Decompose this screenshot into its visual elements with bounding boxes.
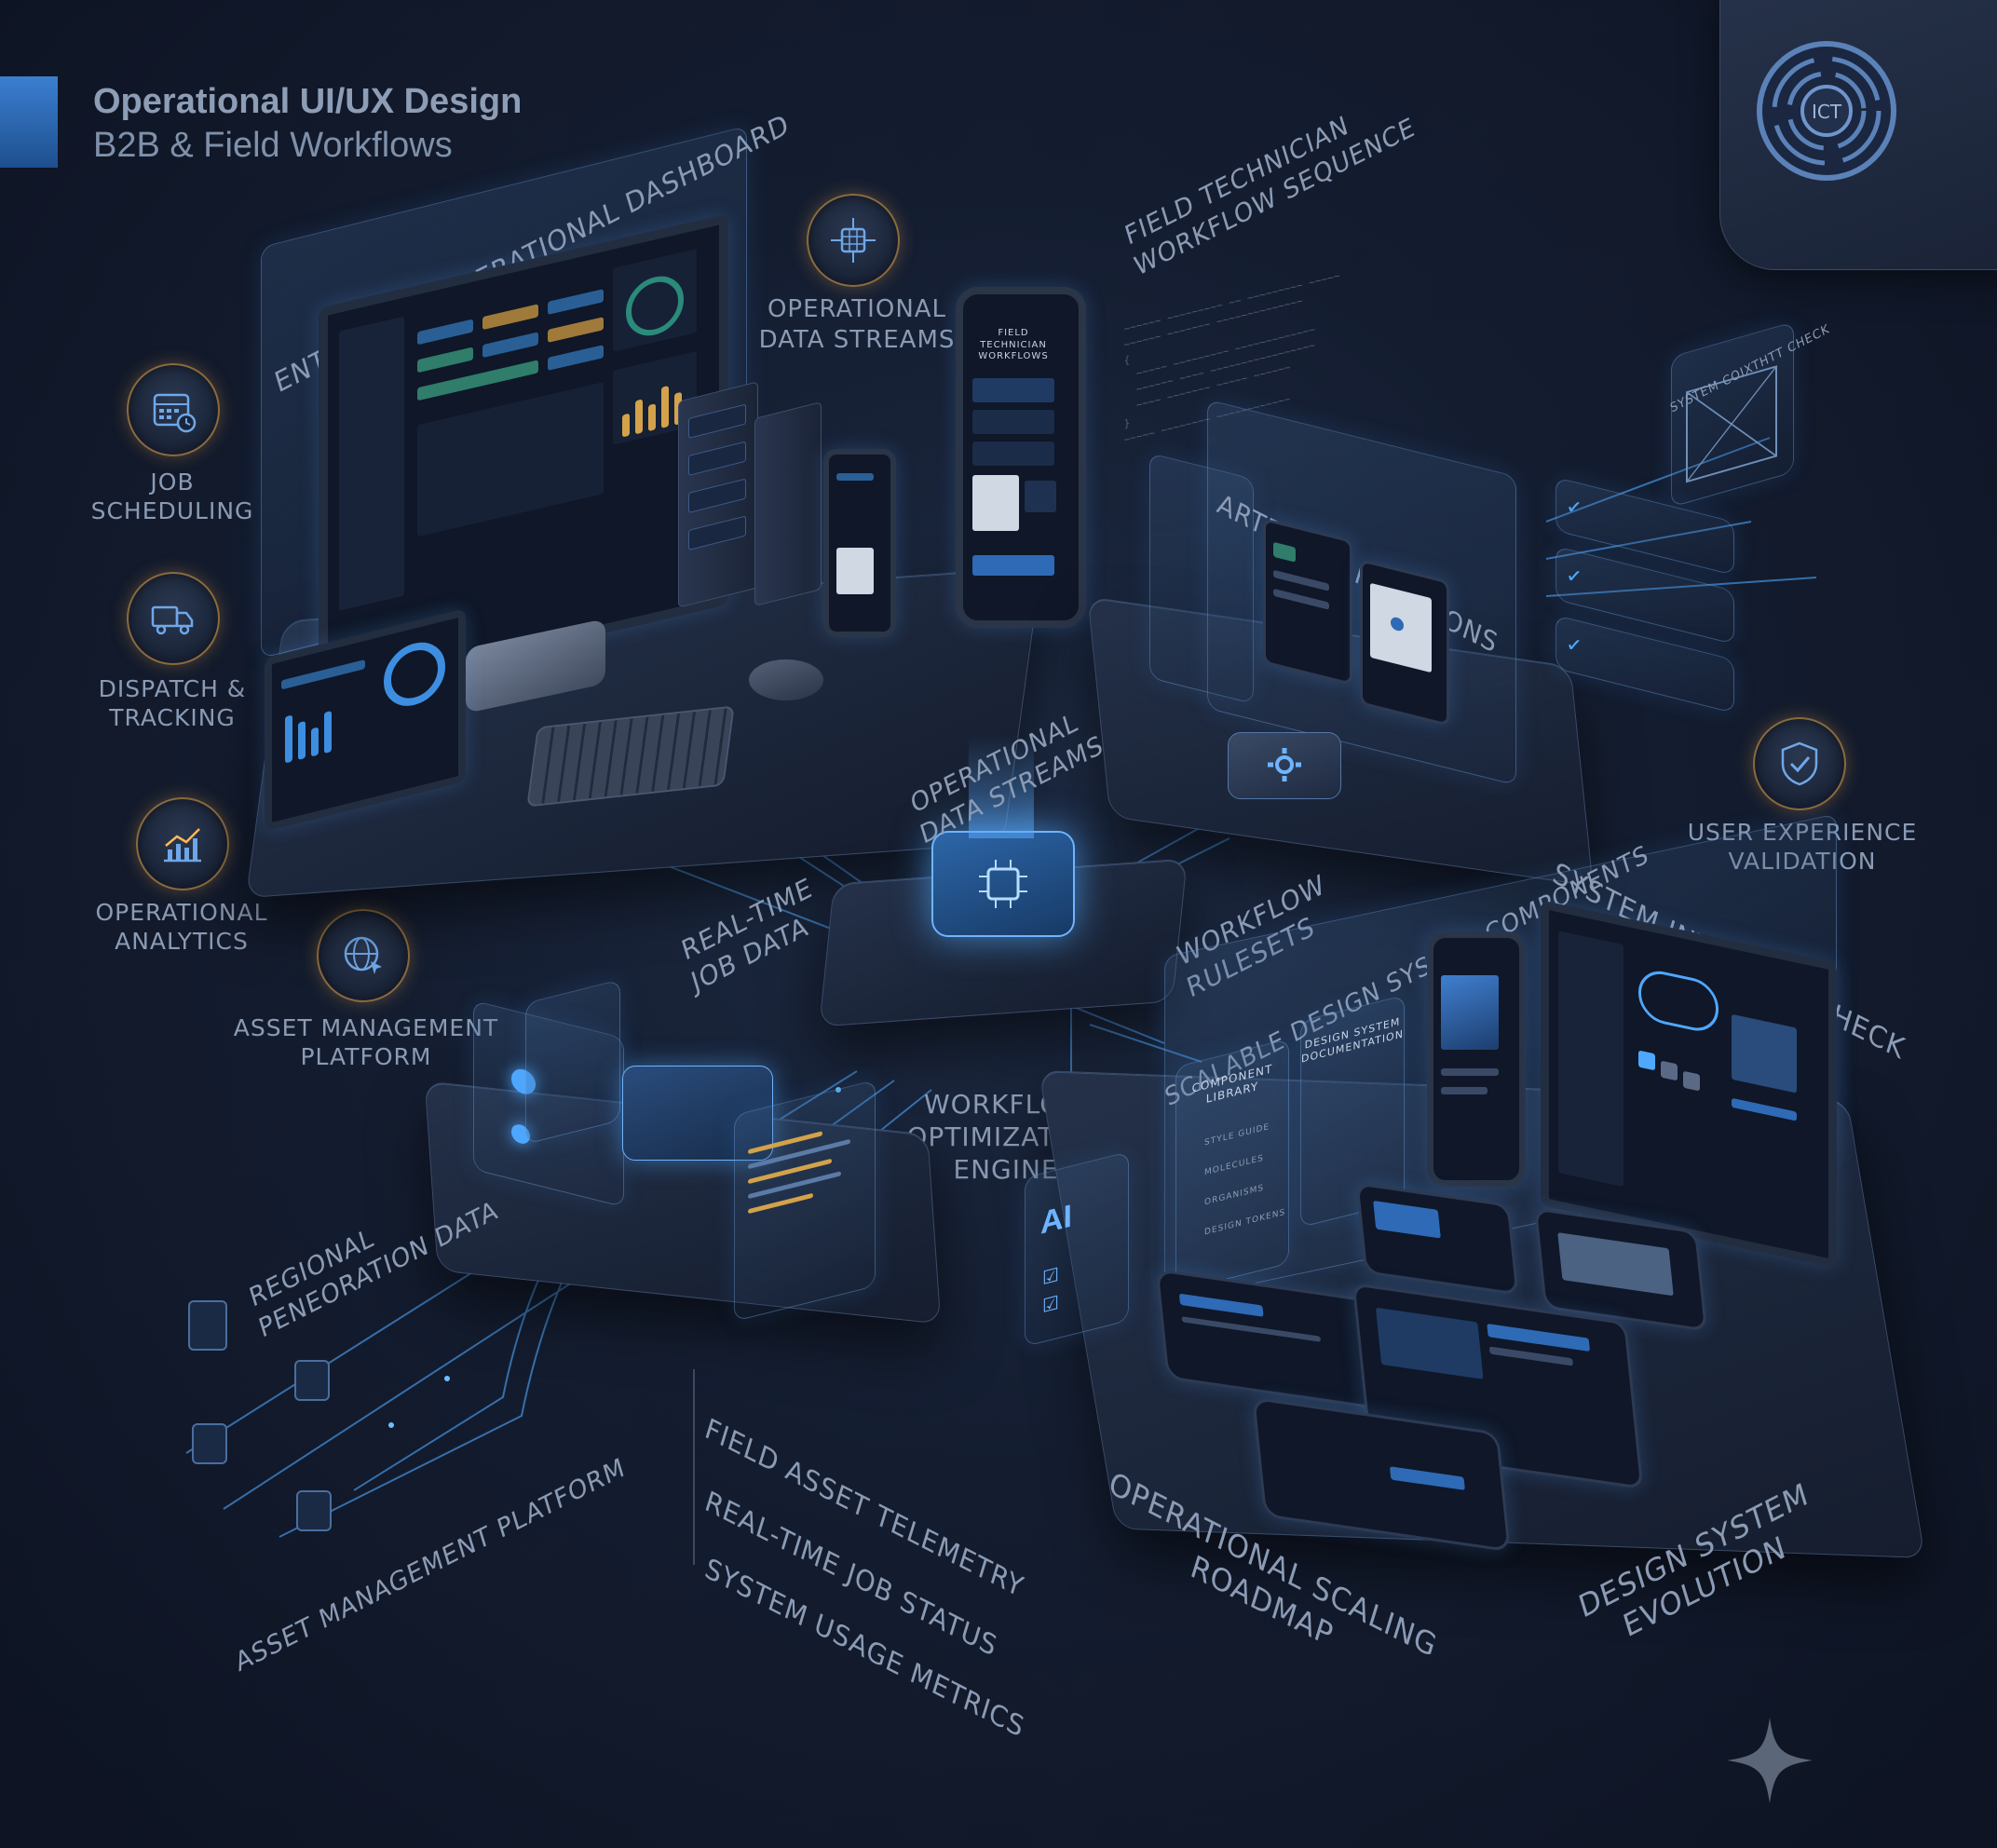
analytics-icon-badge xyxy=(136,797,229,890)
sparkle-icon xyxy=(1727,1718,1813,1803)
server-rack-2 xyxy=(754,401,822,606)
doc-icon-2 xyxy=(294,1360,330,1401)
server-rack xyxy=(678,381,758,608)
analytics-cube xyxy=(622,1066,773,1161)
telemetry-divider xyxy=(693,1369,695,1565)
check-icon: ✓ xyxy=(1566,562,1583,591)
line-chart-icon xyxy=(164,828,201,863)
phone-screen-title: FIELD TECHNICIAN WORKFLOWS xyxy=(978,328,1049,361)
dispatch-icon-badge xyxy=(127,572,220,665)
ux-validation-label: USER EXPERIENCE VALIDATION xyxy=(1687,819,1918,875)
calendar-clock-icon xyxy=(153,393,197,433)
dispatch-tracking-label: DISPATCH & TRACKING xyxy=(98,675,247,732)
component-item-molecules: MOLECULES xyxy=(1204,1153,1264,1178)
check-icon: ✓ xyxy=(1566,493,1583,522)
hub-core-cube xyxy=(931,831,1075,937)
logo-card: ICT xyxy=(1719,0,1997,270)
doc-icon-1 xyxy=(188,1300,227,1351)
check-icon: ☑ xyxy=(1042,1292,1059,1318)
network-grid-icon xyxy=(831,218,876,263)
chip-icon xyxy=(979,860,1027,908)
gear-icon xyxy=(1268,748,1301,781)
small-phone-screen xyxy=(823,449,896,637)
job-scheduling-icon-badge xyxy=(127,363,220,456)
component-item-style-guide: STYLE GUIDE xyxy=(1204,1121,1270,1148)
component-item-design-tokens: DESIGN TOKENS xyxy=(1204,1207,1286,1238)
field-phone-screen: FIELD TECHNICIAN WORKFLOWS xyxy=(956,287,1086,628)
logo-text: ICT xyxy=(1812,101,1842,123)
truck-icon xyxy=(151,605,194,635)
mouse xyxy=(749,659,823,700)
doc-icon-3 xyxy=(192,1423,227,1464)
globe-cursor-icon xyxy=(344,936,382,974)
code-panel xyxy=(734,1080,876,1322)
ict-logo-icon: ICT xyxy=(1757,41,1896,181)
doc-icon-4 xyxy=(296,1490,332,1531)
data-streams-top-label: OPERATIONAL DATA STREAMS xyxy=(758,295,956,354)
gear-cube xyxy=(1228,732,1341,799)
design-system-monitor xyxy=(1541,900,1837,1269)
component-library-panel: COMPONENT LIBRARY STYLE GUIDE MOLECULES … xyxy=(1175,1038,1289,1293)
ai-checklist-card: AI ☑ ☑ xyxy=(1025,1151,1129,1347)
shield-check-icon xyxy=(1781,741,1818,786)
page-subtitle: B2B & Field Workflows xyxy=(93,126,453,165)
check-icon: ☑ xyxy=(1042,1264,1059,1290)
component-library-title: COMPONENT LIBRARY xyxy=(1191,1062,1273,1107)
component-item-organisms: ORGANISMS xyxy=(1204,1183,1265,1208)
ux-validation-icon-badge xyxy=(1753,717,1846,810)
analytics-panel-back xyxy=(525,979,620,1145)
milestone-map-card xyxy=(1360,559,1449,727)
ai-card-text: AI xyxy=(1040,1198,1072,1242)
page-title: Operational UI/UX Design xyxy=(93,82,523,121)
hub-light-beam xyxy=(969,736,1034,838)
asset-management-label: ASSET MANAGEMENT PLATFORM xyxy=(233,1014,499,1071)
asset-management-icon-badge xyxy=(317,909,410,1002)
documentation-title: DESIGN SYSTEM DOCUMENTATION xyxy=(1301,1015,1404,1066)
header-accent-bar xyxy=(0,76,58,168)
wireframe-icon xyxy=(1686,365,1777,483)
design-phone-screen xyxy=(1427,931,1526,1187)
system-check-panel xyxy=(1671,321,1794,508)
data-streams-icon-badge xyxy=(807,194,900,287)
milestone-card-1 xyxy=(1263,518,1352,686)
job-scheduling-label: JOB SCHEDULING xyxy=(90,469,254,525)
operational-analytics-label: OPERATIONAL ANALYTICS xyxy=(95,899,268,956)
check-icon: ✓ xyxy=(1566,631,1583,659)
